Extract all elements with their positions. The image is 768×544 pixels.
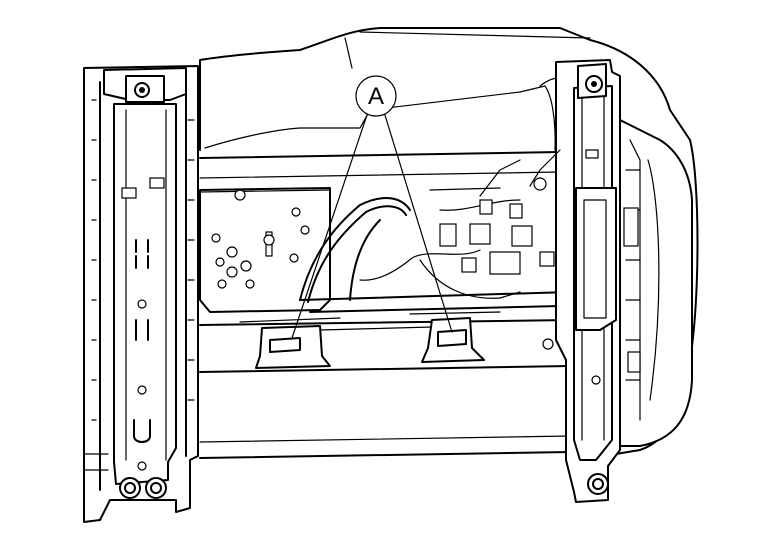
left-anchor-bracket [239,317,341,369]
callout-a: A [291,75,453,339]
connector-block [439,199,555,275]
front-cross-bar [199,365,571,459]
leader-line-left [291,111,369,339]
leader-line-right [383,111,453,333]
right-anchor-bracket [409,311,501,363]
left-inner-plate [199,187,331,313]
lower-cross-member [199,291,571,331]
upper-cross-tube [199,151,561,193]
right-seat-rail [529,59,693,503]
wiring-harness [299,159,521,303]
callout-label: A [368,83,384,110]
left-seat-rail [83,65,199,523]
callout-circle [355,75,397,117]
